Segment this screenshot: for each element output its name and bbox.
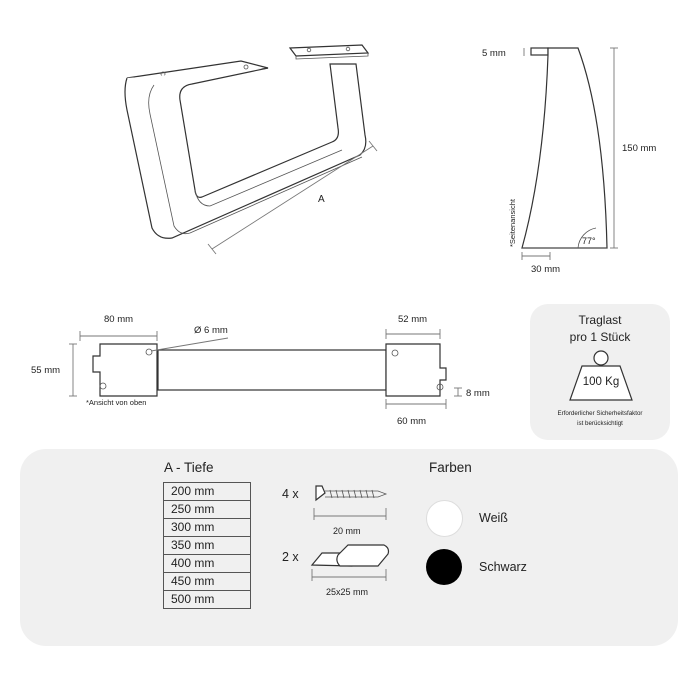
screw-size: 20 mm	[333, 526, 361, 536]
load-title: Traglast	[579, 313, 623, 327]
plan-hole	[145, 348, 153, 356]
depth-title: A - Tiefe	[164, 460, 214, 475]
table-row: 350 mm	[163, 536, 251, 555]
dim-label-thickness: 5 mm	[482, 48, 506, 59]
depth-option: 300 mm	[163, 518, 251, 537]
iso-hole	[345, 46, 351, 52]
side-profile	[521, 47, 608, 249]
color-label-black: Schwarz	[479, 560, 527, 574]
pad-count: 2 x	[282, 550, 299, 564]
dim-label-plate-depth: 55 mm	[31, 365, 60, 376]
table-row: 500 mm	[163, 590, 251, 609]
angle-label: 77°	[582, 236, 596, 246]
table-row: 250 mm	[163, 500, 251, 519]
side-view-label: *Seitenansicht	[508, 198, 517, 247]
plan-right-plate	[385, 343, 447, 397]
iso-bracket-body	[124, 63, 367, 239]
colors-title: Farben	[429, 460, 472, 475]
dim-hole-leader	[150, 337, 229, 352]
screw-thread-icon	[329, 489, 375, 499]
iso-inner-edge	[194, 149, 343, 207]
plan-hole	[391, 349, 399, 357]
color-swatch-black[interactable]	[426, 549, 462, 585]
weight-handle-icon	[593, 350, 609, 366]
iso-hole	[306, 47, 312, 53]
load-note-1: Erforderlicher Sicherheitsfaktor	[558, 410, 643, 417]
load-subtitle: pro 1 Stück	[570, 330, 632, 344]
dim-label-height: 150 mm	[622, 143, 656, 154]
dim-tick	[368, 140, 378, 152]
screw-head-icon	[315, 485, 326, 502]
dim-label-bar-height: 8 mm	[466, 388, 490, 399]
depth-option: 450 mm	[163, 572, 251, 591]
dim-label-right-bottom: 60 mm	[397, 416, 426, 427]
table-row: 300 mm	[163, 518, 251, 537]
dim-tick	[207, 243, 217, 255]
color-label-white: Weiß	[479, 511, 508, 525]
color-swatch-white[interactable]	[426, 500, 463, 537]
depth-option: 350 mm	[163, 536, 251, 555]
dim-label-hole: Ø 6 mm	[194, 325, 228, 336]
top-view: 80 mm Ø 6 mm 52 mm 55 mm 8 mm 60 mm *Ans…	[31, 314, 490, 427]
side-view: 77° 5 mm 150 mm 30 mm *Seitenansicht	[482, 47, 656, 275]
weight-icon	[569, 365, 633, 401]
depth-table: 200 mm 250 mm 300 mm 350 mm 400 mm 450 m…	[163, 482, 251, 609]
load-note-2: ist berücksichtigt	[577, 420, 623, 427]
iso-right-plate	[288, 44, 370, 57]
top-view-label: *Ansicht von oben	[86, 398, 146, 407]
isometric-view: A	[124, 44, 378, 255]
depth-option: 200 mm	[163, 482, 251, 501]
iso-right-plate-edge	[295, 53, 369, 60]
dim-label-a: A	[318, 194, 325, 205]
table-row: 450 mm	[163, 572, 251, 591]
side-top-plate	[530, 47, 549, 56]
plan-left-plate	[92, 343, 158, 397]
screw-count: 4 x	[282, 487, 299, 501]
load-card-content: Traglast pro 1 Stück 100 Kg Erforderlich…	[558, 313, 643, 427]
depth-option: 500 mm	[163, 590, 251, 609]
table-row: 200 mm	[163, 482, 251, 501]
plan-hole	[436, 383, 444, 391]
table-row: 400 mm	[163, 554, 251, 573]
iso-inner-edge	[148, 84, 363, 235]
dim-label-left-plate: 80 mm	[104, 314, 133, 325]
plan-hole	[99, 382, 107, 390]
plan-bar	[157, 349, 387, 391]
iso-hole	[243, 64, 249, 70]
load-weight: 100 Kg	[583, 376, 619, 388]
pad-icon	[336, 544, 390, 567]
pad-size: 25x25 mm	[326, 587, 369, 597]
depth-option: 400 mm	[163, 554, 251, 573]
angle-arc	[577, 227, 597, 249]
dim-label-side-width: 30 mm	[531, 264, 560, 275]
dim-label-right-plate: 52 mm	[398, 314, 427, 325]
hardware	[310, 485, 390, 581]
dim-line-a	[211, 145, 374, 250]
depth-option: 250 mm	[163, 500, 251, 519]
